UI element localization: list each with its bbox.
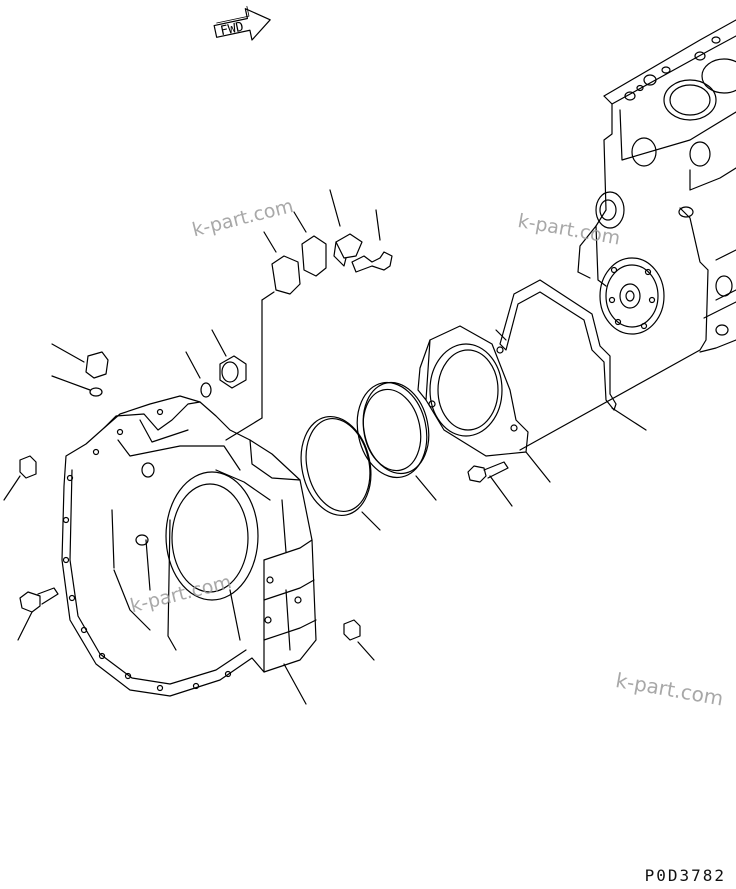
cylinder-block [519,19,736,451]
bolt-seal-housing [467,461,513,507]
plug-upper-left [51,343,109,397]
plug-and-oring [185,329,247,398]
bolt-housing [17,587,59,641]
dowel-pins [3,455,375,661]
inspection-covers [225,189,393,441]
o-ring-large [300,415,381,531]
seal-housing [417,325,551,483]
oil-seal [356,381,437,501]
fwd-arrow: FWD [213,5,271,41]
drawing-code: P0D3782 [644,866,726,885]
gasket [499,279,647,431]
flywheel-housing [61,395,317,705]
fwd-label: FWD [219,20,245,40]
